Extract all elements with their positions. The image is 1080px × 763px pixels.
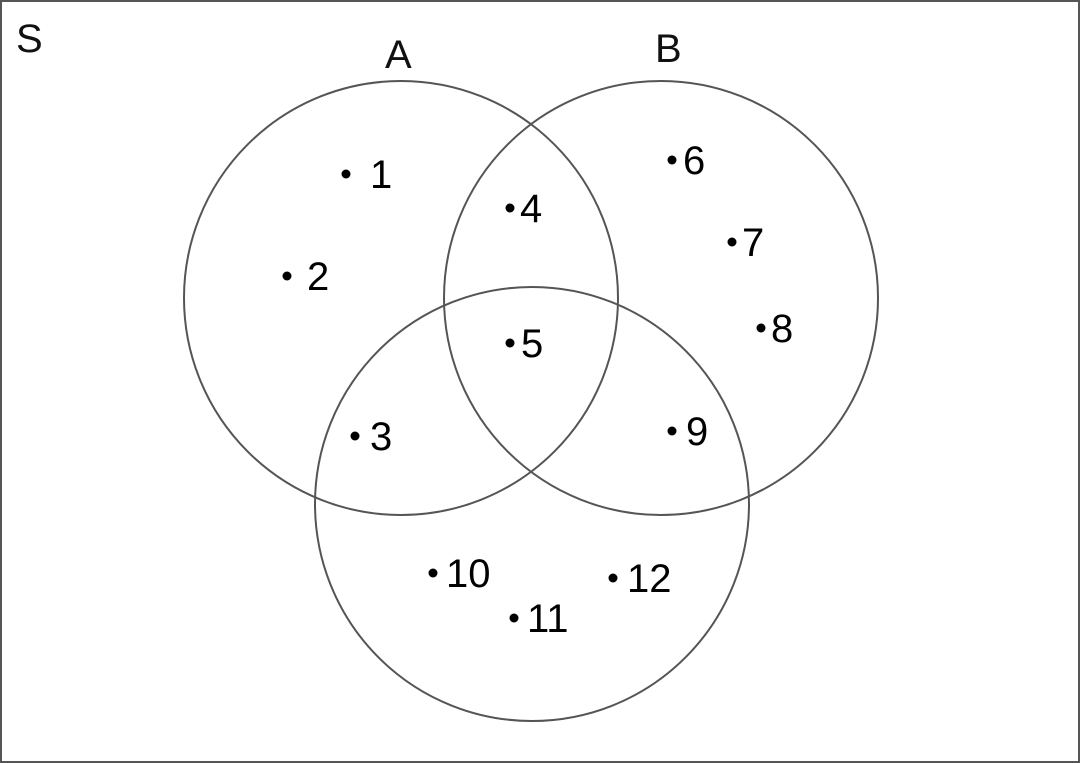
element-dot (608, 573, 618, 583)
element-label: 6 (683, 139, 705, 183)
set-b-label: B (655, 27, 682, 71)
set-c-circle (314, 286, 750, 722)
element-label: 7 (742, 221, 764, 265)
set-a-circle (183, 80, 619, 516)
element-dot (667, 426, 677, 436)
element-label: 10 (446, 552, 491, 596)
element-label: 3 (370, 415, 392, 459)
element-label: 8 (771, 307, 793, 351)
element-dot (350, 431, 360, 441)
element-dot (282, 271, 292, 281)
universe-label: S (16, 17, 43, 61)
element-dot (509, 613, 519, 623)
element-dot (341, 169, 351, 179)
set-b-circle (443, 80, 879, 516)
element-dot (505, 203, 515, 213)
element-dot (727, 237, 737, 247)
set-a-label: A (385, 33, 412, 77)
element-dot (756, 323, 766, 333)
element-label: 1 (370, 153, 392, 197)
element-label: 11 (527, 597, 569, 641)
element-dot (428, 568, 438, 578)
element-label: 4 (520, 187, 542, 231)
element-label: 12 (627, 557, 672, 601)
element-label: 9 (686, 410, 708, 454)
element-dot (667, 155, 677, 165)
element-dot (505, 338, 515, 348)
element-label: 5 (521, 322, 543, 366)
element-label: 2 (307, 255, 329, 299)
